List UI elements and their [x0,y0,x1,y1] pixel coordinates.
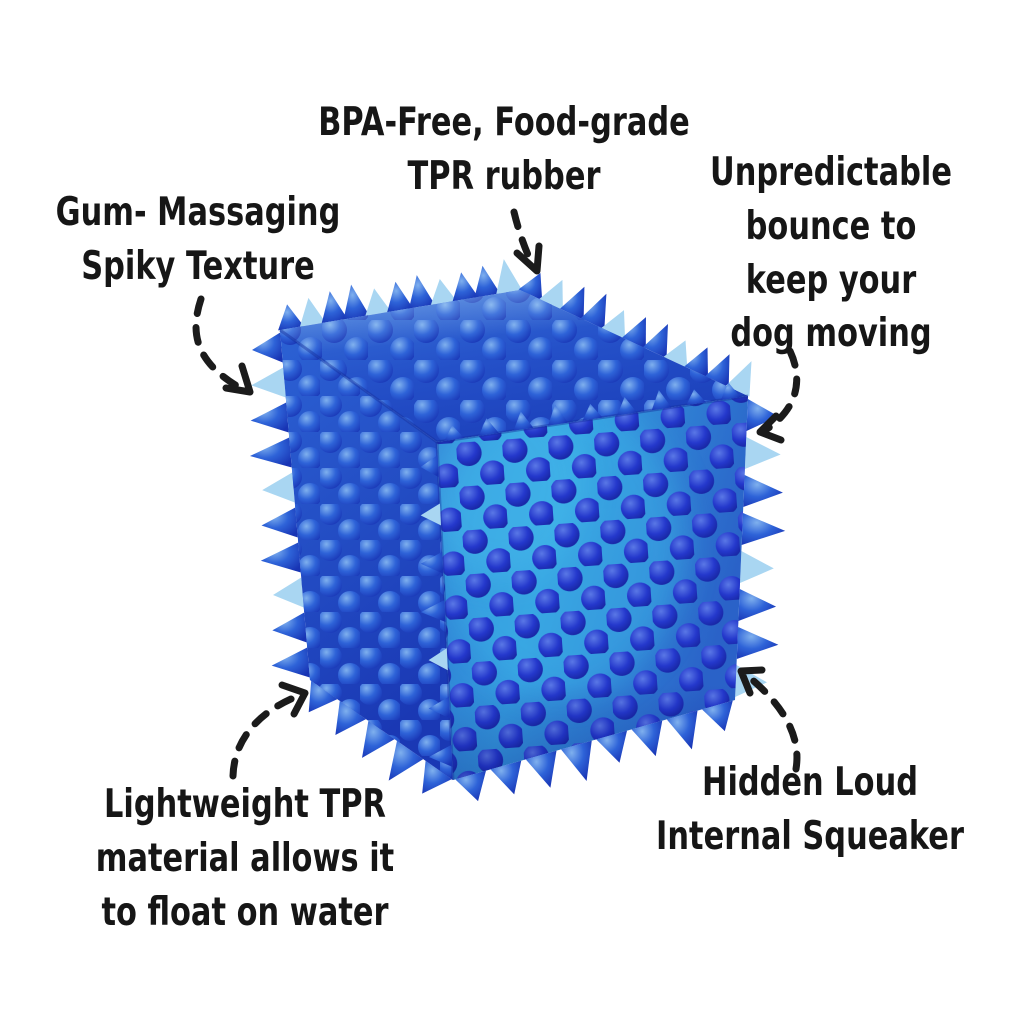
callout-line: material allows it [95,835,395,881]
callout-arrows [192,208,801,780]
callout-unpredictable-bounce: Unpredictable bounce to keep your dog mo… [710,146,952,361]
arrow-spiky-texture [192,295,254,396]
callout-lightweight-float: Lightweight TPR material allows it to fl… [96,778,394,939]
callout-hidden-squeaker: Hidden Loud Internal Squeaker [656,756,964,864]
cube-faces [279,290,749,781]
callout-line: keep your [745,257,917,303]
callout-line: BPA-Free, Food-grade [318,100,690,145]
callout-line: Gum- Massaging [55,190,341,235]
arrow-bounce [756,347,801,444]
callout-tpr-rubber: BPA-Free, Food-grade TPR rubber [318,96,690,204]
callout-line: Hidden Loud [701,760,919,805]
cube-ridge-spikes [420,382,741,767]
callout-line: TPR rubber [407,153,601,199]
callout-line: Spiky Texture [81,243,315,289]
arrow-tpr-rubber [510,208,543,275]
callout-line: Lightweight TPR [104,782,386,827]
callout-line: to float on water [101,889,389,935]
callout-line: dog moving [730,311,932,357]
callout-line: Internal Squeaker [656,813,964,859]
callout-spiky-texture: Gum- Massaging Spiky Texture [56,186,341,294]
cube-edge-spikes [249,259,786,802]
callout-line: bounce to [745,203,917,249]
callout-line: Unpredictable [710,150,952,195]
arrow-float [229,681,309,780]
arrow-squeaker [737,666,801,773]
